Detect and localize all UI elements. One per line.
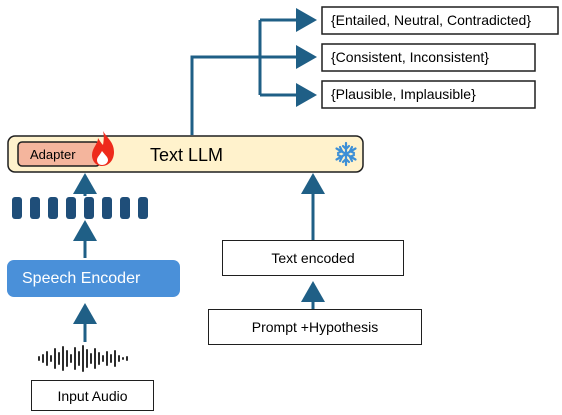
token-block-icon xyxy=(138,197,148,219)
waveform-icon xyxy=(38,345,128,372)
output-box-1 xyxy=(321,6,559,35)
llm-to-outputs-connector xyxy=(190,55,260,135)
speech-token-sequence xyxy=(12,197,148,219)
token-block-icon xyxy=(66,197,76,219)
text-encoded-label: Text encoded xyxy=(271,250,355,266)
text-encoded-box: Text encoded xyxy=(222,240,404,276)
connectors xyxy=(73,8,325,342)
token-block-icon xyxy=(48,197,58,219)
text-llm-label: Text LLM xyxy=(150,145,224,165)
output-box-2 xyxy=(321,43,536,72)
snowflake-icon xyxy=(335,141,357,167)
output-label-2: {Consistent, Inconsistent} xyxy=(331,49,489,65)
output-label-3: {Plausible, Implausible} xyxy=(331,86,476,102)
text-llm-group xyxy=(7,131,364,173)
prompt-hypothesis-label: Prompt +Hypothesis xyxy=(251,319,379,335)
output-boxes xyxy=(321,6,559,109)
output-label-1: {Entailed, Neutral, Contradicted} xyxy=(331,12,532,28)
flame-icon xyxy=(92,131,114,166)
token-block-icon xyxy=(120,197,130,219)
prompt-hypothesis-box: Prompt +Hypothesis xyxy=(208,309,422,345)
token-block-icon xyxy=(30,197,40,219)
speech-encoder-label: Speech Encoder xyxy=(22,270,141,287)
input-audio-box: Input Audio xyxy=(31,380,154,411)
token-block-icon xyxy=(102,197,112,219)
speech-encoder-box xyxy=(7,260,180,297)
adapter-label: Adapter xyxy=(30,147,76,162)
token-block-icon xyxy=(84,197,94,219)
input-audio-label: Input Audio xyxy=(57,387,128,404)
output-box-3 xyxy=(321,80,536,109)
token-block-icon xyxy=(12,197,22,219)
